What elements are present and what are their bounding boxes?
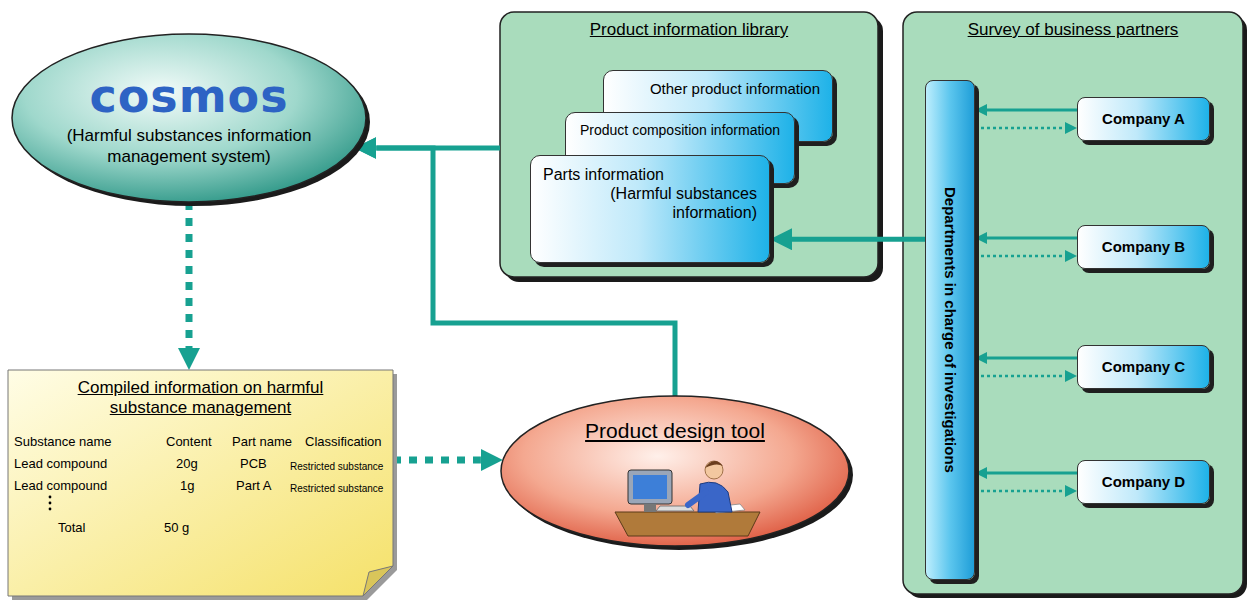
company-name: Company B [1102, 238, 1185, 256]
group-panel: Survey of business partnersDepartments i… [903, 12, 1243, 594]
department-bar: Departments in charge of investigations [925, 80, 975, 580]
system-title: (Harmful substances information manageme… [44, 126, 334, 167]
company-name: Company C [1102, 358, 1185, 376]
note-fold [363, 566, 393, 596]
desk-figure [615, 461, 760, 536]
table-cell: Restricted substance [290, 461, 383, 472]
drawn-polygon [615, 512, 760, 536]
drawn-circle [49, 496, 52, 499]
card-text: Parts information [543, 165, 664, 184]
company-name: Company D [1102, 473, 1185, 491]
table-cell: 20g [176, 456, 198, 471]
company-box: Company D [1077, 460, 1210, 504]
dotted-arrow [975, 375, 1065, 378]
flow-arrow [987, 357, 1077, 360]
table-cell: Total [58, 520, 85, 535]
continuation-dots [49, 496, 52, 511]
table-cell: 1g [180, 478, 194, 493]
company-box: Company B [1077, 225, 1210, 269]
drawn-rect [633, 475, 667, 499]
panel-heading: Product information library [590, 20, 788, 40]
company-name: Company A [1102, 110, 1185, 128]
dotted-arrow [975, 490, 1065, 493]
ellipse-fill [12, 34, 366, 202]
table-cell: PCB [240, 456, 267, 471]
department-label: Departments in charge of investigations [941, 187, 959, 473]
card-text: (Harmful substances information) [567, 184, 757, 222]
table-cell: Restricted substance [290, 483, 383, 494]
table-cell: Lead compound [14, 456, 107, 471]
info-card: Parts information(Harmful substances inf… [530, 155, 770, 263]
company-box: Company A [1077, 97, 1210, 141]
dotted-arrow [975, 127, 1065, 130]
table-cell: Substance name [14, 434, 112, 449]
table-cell: Classification [305, 434, 382, 449]
group-panel: Product information libraryOther product… [500, 12, 878, 277]
drawn-circle [49, 502, 52, 505]
table-cell: Content [166, 434, 212, 449]
panel-ground [903, 12, 1243, 594]
card-text: Product composition information [580, 122, 780, 139]
table-cell: 50 g [164, 520, 189, 535]
drawn-circle [705, 461, 723, 479]
table-cell: Lead compound [14, 478, 107, 493]
system-ellipse: cosmos(Harmful substances information ma… [8, 30, 370, 206]
flow-arrow [987, 237, 1077, 240]
flow-arrow [987, 109, 1077, 112]
company-box: Company C [1077, 345, 1210, 389]
note-title: Compiled information on harmful substanc… [51, 378, 351, 419]
dotted-arrow [975, 255, 1065, 258]
flow-arrow [792, 237, 925, 242]
drawn-rect [628, 470, 672, 504]
dotted-arrow [393, 457, 481, 464]
flow-arrow [987, 472, 1077, 475]
table-cell: Part name [232, 434, 292, 449]
table-cell: Part A [236, 478, 271, 493]
drawn-rect [644, 504, 656, 512]
system-title: cosmos [89, 69, 288, 124]
system-title: Product design tool [585, 418, 765, 443]
panel-heading: Survey of business partners [968, 20, 1179, 40]
drawn-path [705, 461, 723, 468]
ellipse-fill [501, 396, 849, 546]
drawn-path [688, 492, 706, 505]
note-fill [8, 370, 393, 596]
dotted-arrow [186, 202, 193, 348]
drawn-circle [49, 508, 52, 511]
card-text: Other product information [650, 80, 820, 98]
